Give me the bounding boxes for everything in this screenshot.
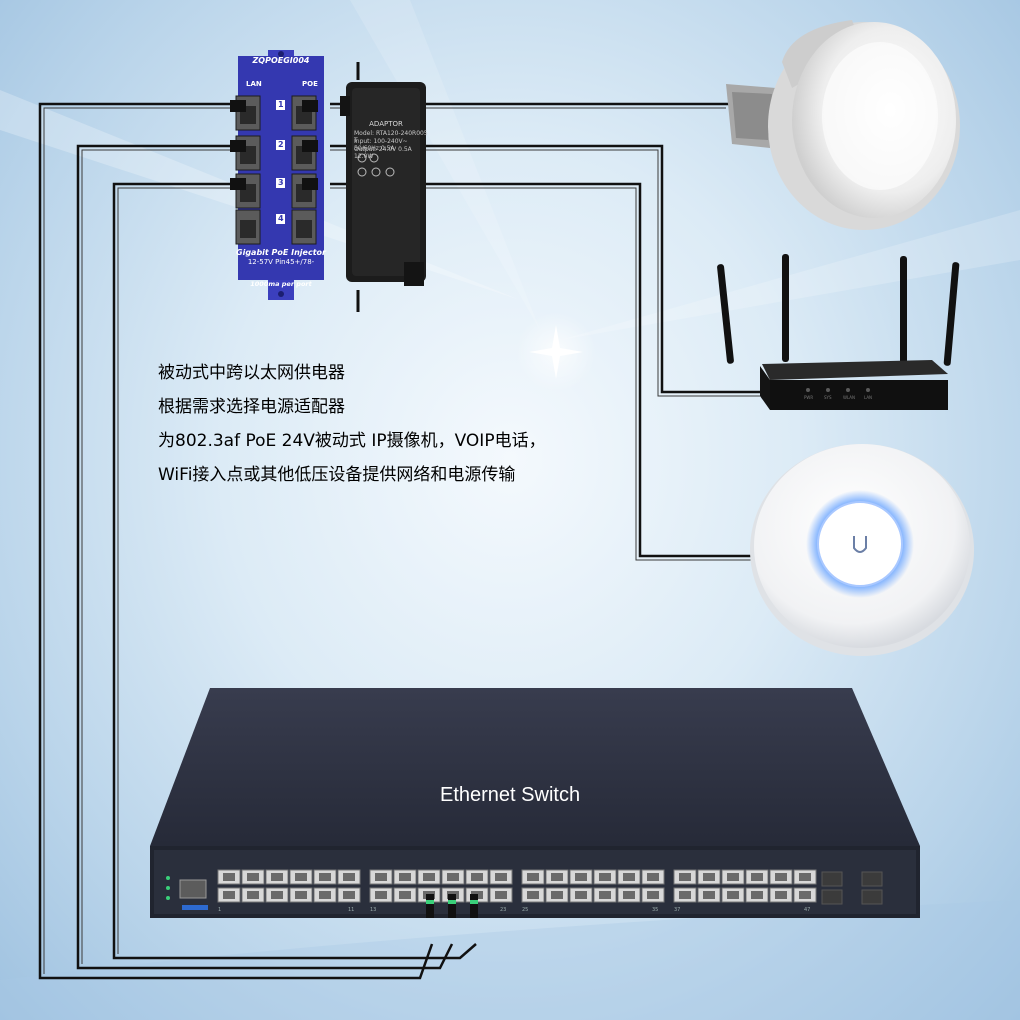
switch-group-label: 23 bbox=[500, 907, 506, 913]
injector-power-rating: 1000ma per port bbox=[250, 280, 312, 288]
injector-spec: 12-57V Pin45+/78- bbox=[247, 258, 315, 266]
description-line-4: WiFi接入点或其他低压设备提供网络和电源传输 bbox=[158, 465, 516, 485]
description-line-3: 为802.3af PoE 24V被动式 IP摄像机，VOIP电话， bbox=[158, 431, 546, 451]
injector-port-number-2: 2 bbox=[278, 140, 284, 149]
switch-port-socket bbox=[679, 873, 691, 881]
switch-port-socket bbox=[399, 873, 411, 881]
console-port bbox=[179, 879, 207, 899]
svg-text:LAN: LAN bbox=[864, 395, 872, 400]
switch-port-socket bbox=[551, 873, 563, 881]
ceiling-access-point-device bbox=[750, 444, 974, 656]
switch-group-label: 25 bbox=[522, 907, 528, 913]
wireless-router-device: PWR SYS WLAN LAN bbox=[717, 254, 960, 410]
switch-port-socket bbox=[775, 873, 787, 881]
switch-port-socket bbox=[375, 873, 387, 881]
switch-group-label: 47 bbox=[804, 907, 810, 913]
switch-port-socket bbox=[343, 891, 355, 899]
switch-group-label: 13 bbox=[370, 907, 376, 913]
cable-poe-2 bbox=[330, 144, 760, 394]
switch-group-label: 1 bbox=[218, 907, 221, 913]
switch-group-label: 37 bbox=[674, 907, 680, 913]
switch-port-socket bbox=[727, 873, 739, 881]
adapter-output-line: Output: 24.0V 0.5A 12.0W bbox=[354, 146, 412, 160]
switch-port-socket bbox=[247, 873, 259, 881]
description-line-1: 被动式中跨以太网供电器 bbox=[158, 363, 345, 383]
switch-port-socket bbox=[575, 873, 587, 881]
switch-port-socket bbox=[599, 873, 611, 881]
switch-port-socket bbox=[623, 891, 635, 899]
switch-port-socket bbox=[375, 891, 387, 899]
poe-injector: ZQPOEGI004 LAN POE 1 2 3 4 Gigabit PoE I… bbox=[230, 50, 332, 300]
switch-port-socket bbox=[471, 873, 483, 881]
switch-port-socket bbox=[727, 891, 739, 899]
switch-port-socket bbox=[799, 873, 811, 881]
switch-port-socket bbox=[623, 873, 635, 881]
switch-port-socket bbox=[223, 873, 235, 881]
injector-body-graphic bbox=[230, 50, 324, 300]
switch-port-socket bbox=[247, 891, 259, 899]
switch-port-socket bbox=[751, 891, 763, 899]
switch-group-label: 35 bbox=[652, 907, 658, 913]
svg-text:SYS: SYS bbox=[824, 395, 832, 400]
switch-port-socket bbox=[703, 891, 715, 899]
injector-port-number-4: 4 bbox=[278, 214, 284, 223]
switch-port-socket bbox=[495, 873, 507, 881]
svg-text:WLAN: WLAN bbox=[843, 395, 855, 400]
switch-title: Ethernet Switch bbox=[440, 784, 581, 806]
switch-port-socket bbox=[423, 873, 435, 881]
switch-port-socket bbox=[271, 891, 283, 899]
injector-name: Gigabit PoE Injector bbox=[236, 248, 326, 257]
description-line-2: 根据需求选择电源适配器 bbox=[158, 397, 345, 417]
switch-port-socket bbox=[295, 891, 307, 899]
adapter-input-line: Input: 100-240V~ 50/60Hz 0.5A bbox=[354, 138, 408, 152]
injector-port-number-3: 3 bbox=[278, 178, 284, 187]
power-adapter: ADAPTOR Model: RTA120-240R005 T Input: 1… bbox=[340, 82, 432, 288]
cable-poe-3 bbox=[330, 182, 752, 558]
outdoor-cpe-device bbox=[726, 20, 960, 230]
injector-port-number-1: 1 bbox=[278, 100, 284, 109]
injector-model: ZQPOEGI004 bbox=[252, 56, 310, 65]
switch-port-socket bbox=[495, 891, 507, 899]
switch-port-socket bbox=[447, 873, 459, 881]
adapter-body-graphic bbox=[340, 82, 426, 286]
switch-port-socket bbox=[575, 891, 587, 899]
injector-poe-label: POE bbox=[302, 80, 318, 88]
switch-group-label: 11 bbox=[348, 907, 354, 913]
switch-port-socket bbox=[647, 891, 659, 899]
switch-port-socket bbox=[319, 891, 331, 899]
switch-port-socket bbox=[679, 891, 691, 899]
switch-port-socket bbox=[799, 891, 811, 899]
switch-port-socket bbox=[751, 873, 763, 881]
adapter-title: ADAPTOR bbox=[369, 120, 403, 128]
switch-port-socket bbox=[343, 873, 355, 881]
switch-port-socket bbox=[703, 873, 715, 881]
cable-lan-2 bbox=[76, 144, 454, 970]
adapter-model-line: Model: RTA120-240R005 T bbox=[354, 130, 428, 144]
switch-port-socket bbox=[647, 873, 659, 881]
injector-lan-label: LAN bbox=[246, 80, 262, 88]
cable-lan-3 bbox=[112, 182, 477, 960]
switch-port-socket bbox=[527, 891, 539, 899]
switch-port-socket bbox=[399, 891, 411, 899]
cable-lan-1 bbox=[38, 102, 434, 980]
switch-port-socket bbox=[775, 891, 787, 899]
switch-port-socket bbox=[551, 891, 563, 899]
svg-text:PWR: PWR bbox=[804, 395, 813, 400]
switch-port-socket bbox=[295, 873, 307, 881]
switch-port-socket bbox=[319, 873, 331, 881]
switch-port-socket bbox=[599, 891, 611, 899]
description-block: 被动式中跨以太网供电器 根据需求选择电源适配器 为802.3af PoE 24V… bbox=[158, 356, 658, 492]
switch-port-socket bbox=[223, 891, 235, 899]
switch-port-socket bbox=[271, 873, 283, 881]
switch-port-socket bbox=[527, 873, 539, 881]
